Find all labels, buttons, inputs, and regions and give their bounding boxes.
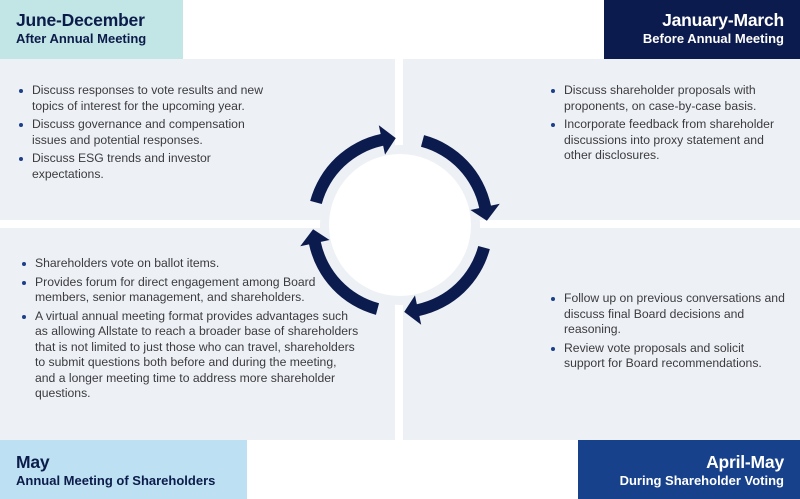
label-january-march: January-March Before Annual Meeting — [604, 0, 800, 59]
list-item: Review vote proposals and solicit suppor… — [548, 341, 788, 372]
june-december-list: Discuss responses to vote results and ne… — [16, 83, 276, 185]
list-item: Discuss responses to vote results and ne… — [16, 83, 276, 114]
cycle-center — [329, 154, 471, 296]
period-title: May — [16, 452, 50, 472]
list-item: Discuss ESG trends and investor expectat… — [16, 151, 276, 182]
january-march-list: Discuss shareholder proposals with propo… — [548, 83, 788, 167]
period-title: January-March — [662, 10, 784, 30]
period-title: June-December — [16, 10, 145, 30]
period-title: April-May — [706, 452, 784, 472]
arrow-june-to-january-icon — [310, 125, 396, 205]
label-may: May Annual Meeting of Shareholders — [0, 440, 247, 499]
may-list: Shareholders vote on ballot items. Provi… — [19, 256, 359, 405]
period-subtitle: Annual Meeting of Shareholders — [16, 473, 216, 488]
period-subtitle: After Annual Meeting — [16, 31, 147, 46]
list-item: Incorporate feedback from shareholder di… — [548, 117, 788, 164]
period-subtitle: Before Annual Meeting — [642, 31, 784, 46]
list-item: Provides forum for direct engagement amo… — [19, 275, 359, 306]
label-april-may: April-May During Shareholder Voting — [578, 440, 800, 499]
cycle-arrows-icon — [300, 125, 500, 325]
period-subtitle: During Shareholder Voting — [619, 473, 784, 488]
list-item: Follow up on previous conversations and … — [548, 291, 788, 338]
list-item: Discuss governance and compensation issu… — [16, 117, 276, 148]
list-item: A virtual annual meeting format provides… — [19, 309, 359, 402]
arrow-may-to-june-icon — [300, 229, 380, 315]
arrow-april-to-may-icon — [404, 245, 490, 325]
arrow-january-to-april-icon — [420, 135, 500, 221]
april-may-list: Follow up on previous conversations and … — [548, 291, 788, 375]
list-item: Shareholders vote on ballot items. — [19, 256, 359, 272]
list-item: Discuss shareholder proposals with propo… — [548, 83, 788, 114]
label-june-december: June-December After Annual Meeting — [0, 0, 183, 59]
panel-may — [0, 228, 395, 440]
